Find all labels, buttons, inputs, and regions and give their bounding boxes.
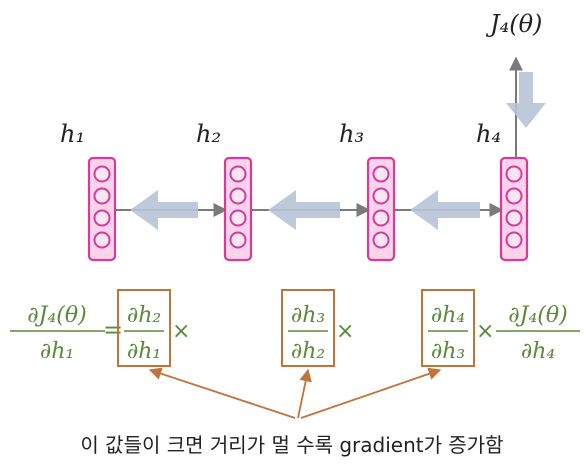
term2-box [281, 289, 335, 367]
caption: 이 값들이 크면 거리가 멀 수록 gradient가 증가함 [80, 433, 503, 457]
neuron-1-2 [93, 187, 111, 205]
neuron-4-3 [505, 209, 523, 227]
neuron-1-4 [93, 231, 111, 249]
pointer-to-term1 [148, 367, 296, 419]
loss-label: J₄(θ) [485, 10, 542, 38]
hidden-label-1: h₁ [60, 120, 85, 148]
term3-box [421, 289, 475, 367]
term3-numerator: ∂h₄ [431, 303, 465, 328]
hidden-cells [87, 156, 529, 262]
neuron-2-1 [229, 165, 247, 183]
lhs-denominator: ∂h₁ [40, 339, 74, 364]
neuron-1-1 [93, 165, 111, 183]
neuron-3-1 [372, 165, 390, 183]
term1-box [117, 289, 171, 367]
hidden-cell-1 [87, 156, 117, 262]
pointer-arrows [148, 367, 442, 419]
neuron-3-3 [372, 209, 390, 227]
hidden-cell-3 [366, 156, 396, 262]
lhs-numerator: ∂J₄(θ) [27, 303, 86, 328]
neuron-2-2 [229, 187, 247, 205]
chain-rule-equation: ∂J₄(θ) ∂h₁ = ∂h₂ ∂h₁ × ∂h₃ ∂h₂ × ∂h₄ ∂h₃… [10, 289, 580, 367]
gradient-arrow-down [506, 72, 546, 128]
neuron-3-4 [372, 231, 390, 249]
neuron-4-1 [505, 165, 523, 183]
times-3: × [476, 319, 494, 344]
pointer-to-term3 [300, 367, 442, 419]
neuron-2-3 [229, 209, 247, 227]
neuron-4-2 [505, 187, 523, 205]
neuron-1-3 [93, 209, 111, 227]
hidden-label-3: h₃ [339, 120, 364, 148]
hidden-cell-2 [223, 156, 253, 262]
term1-denominator: ∂h₁ [127, 339, 161, 364]
equals-sign: = [103, 316, 123, 344]
neuron-4-4 [505, 231, 523, 249]
neuron-3-2 [372, 187, 390, 205]
term1-numerator: ∂h₂ [127, 303, 161, 328]
term2-denominator: ∂h₂ [291, 339, 325, 364]
term4-numerator: ∂J₄(θ) [508, 303, 567, 328]
term4-denominator: ∂h₄ [521, 339, 555, 364]
gradient-arrow-left-1 [130, 190, 198, 230]
gradient-arrow-left-3 [410, 190, 480, 230]
hidden-cell-4 [499, 156, 529, 262]
pointer-to-term2 [297, 368, 312, 419]
times-1: × [172, 319, 190, 344]
term2-numerator: ∂h₃ [291, 303, 325, 328]
hidden-label-2: h₂ [196, 120, 221, 148]
hidden-label-4: h₄ [476, 120, 501, 148]
times-2: × [336, 319, 354, 344]
gradient-arrow-left-2 [268, 190, 340, 230]
hidden-labels: h₁ h₂ h₃ h₄ [60, 120, 501, 148]
term3-denominator: ∂h₃ [431, 339, 465, 364]
neuron-2-4 [229, 231, 247, 249]
